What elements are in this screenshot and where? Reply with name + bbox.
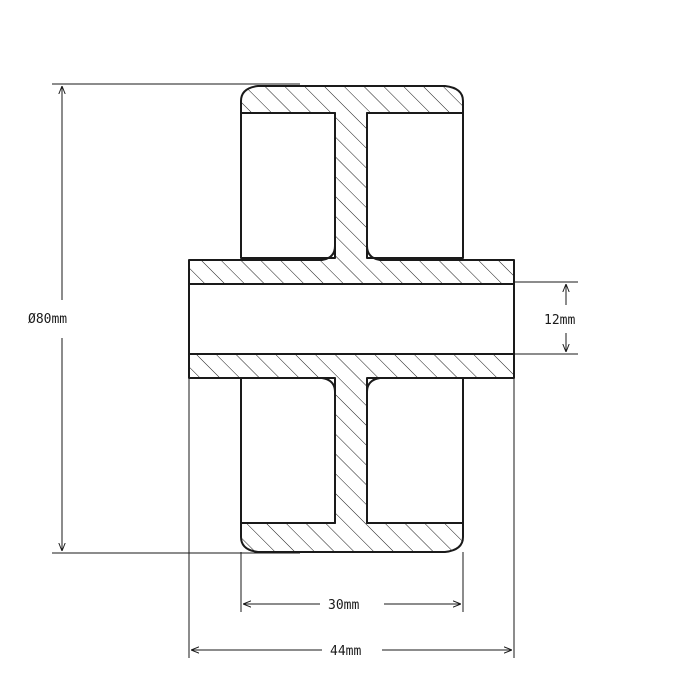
dim-outer-diameter: Ø80mm bbox=[28, 83, 300, 554]
bore-label: 12mm bbox=[544, 313, 575, 328]
bore bbox=[188, 283, 515, 355]
section-lower bbox=[188, 353, 515, 553]
section-upper bbox=[188, 85, 515, 285]
dim-hub-length: 44mm bbox=[188, 378, 515, 659]
tread-width-label: 30mm bbox=[328, 598, 359, 613]
dim-tread-width: 30mm bbox=[240, 552, 464, 613]
dim-bore: 12mm bbox=[514, 281, 578, 355]
outer-diameter-label: Ø80mm bbox=[28, 312, 67, 327]
hub-length-label: 44mm bbox=[330, 644, 361, 659]
tread-upper-left bbox=[240, 112, 336, 259]
tread-upper-right bbox=[366, 112, 464, 259]
tread-lower-right bbox=[366, 377, 464, 524]
tread-lower-left bbox=[240, 377, 336, 524]
